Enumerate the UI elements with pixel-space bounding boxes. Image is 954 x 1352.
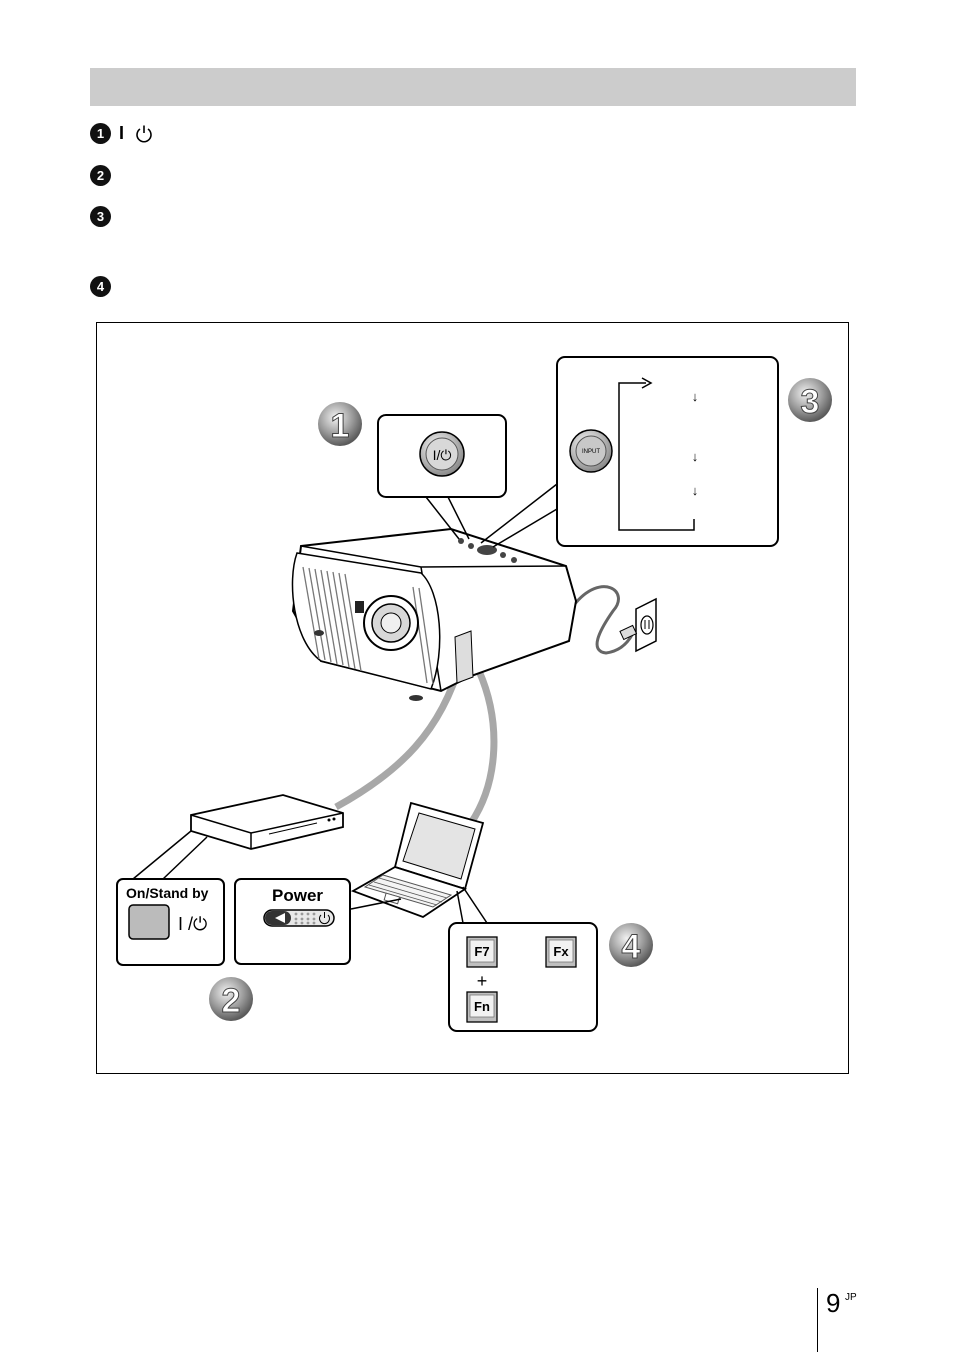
- svg-text:3: 3: [801, 383, 820, 421]
- step-number-badge: 4: [90, 276, 111, 297]
- on-standby-label: On/Stand by: [126, 885, 209, 901]
- step-3: 3: [90, 206, 111, 227]
- fn-key: Fn: [466, 991, 498, 1023]
- page-number: 9: [826, 1288, 841, 1318]
- callout-ball-3: 3: [788, 378, 832, 422]
- step-2: 2: [90, 165, 111, 186]
- power-i-symbol: I: [119, 123, 125, 143]
- f7-key: F7: [466, 936, 498, 968]
- step-number-badge: 3: [90, 206, 111, 227]
- page-number-suffix: JP: [845, 1292, 857, 1303]
- input-button: INPUT: [582, 449, 600, 455]
- svg-text:1: 1: [331, 407, 350, 445]
- page-number-rule: [817, 1288, 818, 1352]
- input-cycle-arrow: ↓: [692, 483, 699, 498]
- laptop-icon: [350, 801, 485, 919]
- wall-outlet-icon: [619, 597, 657, 653]
- input-cycle-arrow: ↓: [692, 389, 699, 404]
- svg-text:4: 4: [622, 928, 641, 966]
- power-label: Power: [272, 886, 323, 905]
- projector-icon: [291, 527, 578, 701]
- projector-power-button: I/⏻: [433, 447, 452, 463]
- power-icon: [136, 125, 152, 142]
- computer-cable: [468, 669, 498, 825]
- step-4: 4: [90, 276, 111, 297]
- input-cycle-arrow: ↓: [692, 449, 699, 464]
- section-header-bar: [90, 68, 856, 106]
- step-number-badge: 1: [90, 123, 111, 144]
- step-number-badge: 2: [90, 165, 111, 186]
- step-1: 1 I: [90, 123, 154, 144]
- power-cord: [572, 585, 635, 655]
- svg-text:Fn: Fn: [474, 999, 490, 1014]
- plus-sign: +: [477, 971, 488, 991]
- on-standby-symbol: I /⏻: [178, 914, 207, 934]
- callout-ball-2: 2: [209, 977, 253, 1021]
- fx-key: Fx: [545, 936, 577, 968]
- svg-text:2: 2: [222, 982, 241, 1020]
- svg-text:Fx: Fx: [553, 944, 569, 959]
- svg-text:F7: F7: [474, 944, 489, 959]
- video-player-icon: [190, 794, 344, 850]
- setup-illustration: I/⏻ INPUT ↓ ↓ ↓ 1 3 4 2: [96, 322, 849, 1074]
- callout-ball-4: 4: [609, 923, 653, 967]
- callout-ball-1: 1: [318, 402, 362, 446]
